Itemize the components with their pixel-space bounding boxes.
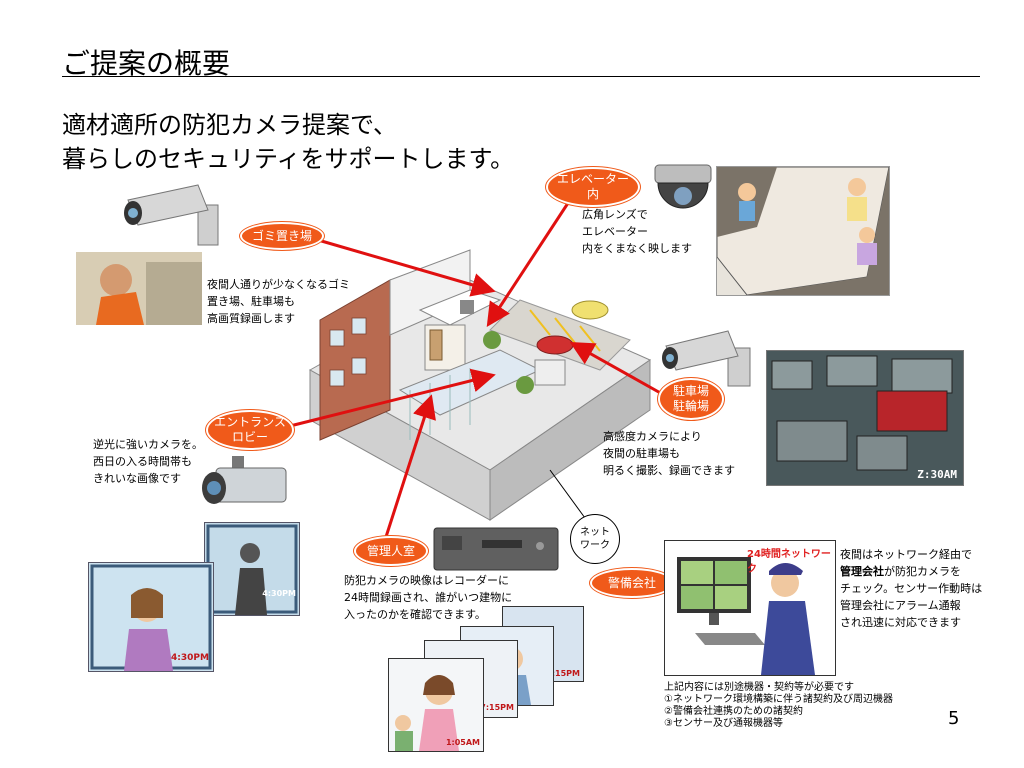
note-security: 夜間はネットワーク経由で 管理会社が防犯カメラを チェック。センサー作動時は 管… (840, 548, 983, 629)
box-camera-icon (202, 456, 287, 504)
recorded-timestamp-3: 5:15PM (546, 669, 580, 678)
recorded-timestamp-main: 1:05AM (445, 738, 480, 747)
title-underline (62, 76, 980, 77)
dome-camera-icon (654, 164, 712, 209)
tag-garbage: ゴミ置き場 (240, 222, 324, 250)
note-garbage: 夜間人通りが少なくなるゴミ置き場、駐車場も高画質録画します (207, 278, 350, 325)
slide-title: ご提案の概要 (62, 47, 231, 80)
note-security-bold: 管理会社 (840, 565, 884, 578)
parking-lot-night-image: Z:30AM (766, 350, 964, 486)
note-entrance: 逆光に強いカメラを。西日の入る時間帯もきれいな画像です (93, 438, 203, 485)
recorded-image-main: 1:05AM (388, 658, 484, 752)
entrance-view-image-front: 4:30PM (88, 562, 214, 672)
note-elevator: 広角レンズでエレベーター内をくまなく映します (582, 208, 692, 255)
recorded-timestamp-2: 7:15PM (480, 703, 514, 712)
network-bubble: ネットワーク (570, 514, 620, 564)
lead-text: 適材適所の防犯カメラ提案で、 暮らしのセキュリティをサポートします。 (62, 108, 514, 176)
tag-security-company: 警備会社 (590, 568, 674, 598)
entrance-view-image-back: 4:30PM (204, 522, 300, 616)
tag-elevator: エレベーター内 (546, 167, 640, 207)
parking-timestamp: Z:30AM (917, 468, 957, 481)
garbage-area-view-image (76, 252, 202, 325)
monitor-banner-text: 24時間ネットワーク (747, 549, 831, 575)
note-parking: 高感度カメラにより夜間の駐車場も明るく撮影、録画できます (603, 430, 735, 477)
entrance-timestamp-back: 4:30PM (262, 589, 296, 598)
tag-manager-room: 管理人室 (354, 536, 428, 566)
lead-line-2: 暮らしのセキュリティをサポートします。 (62, 145, 515, 173)
tag-entrance: エントランスロビー (206, 410, 294, 450)
elevator-view-image (716, 166, 890, 296)
entrance-timestamp-front: 4:30PM (171, 653, 209, 663)
parking-camera-icon (662, 330, 751, 387)
bullet-camera-icon (124, 184, 219, 246)
lead-line-1: 適材適所の防犯カメラ提案で、 (62, 111, 398, 139)
recorder-device-icon (433, 527, 559, 571)
tag-parking: 駐車場駐輪場 (658, 378, 724, 420)
apartment-building-illustration (308, 249, 652, 521)
security-monitoring-image: 24時間ネットワーク (664, 540, 836, 676)
page-number: 5 (948, 708, 960, 729)
